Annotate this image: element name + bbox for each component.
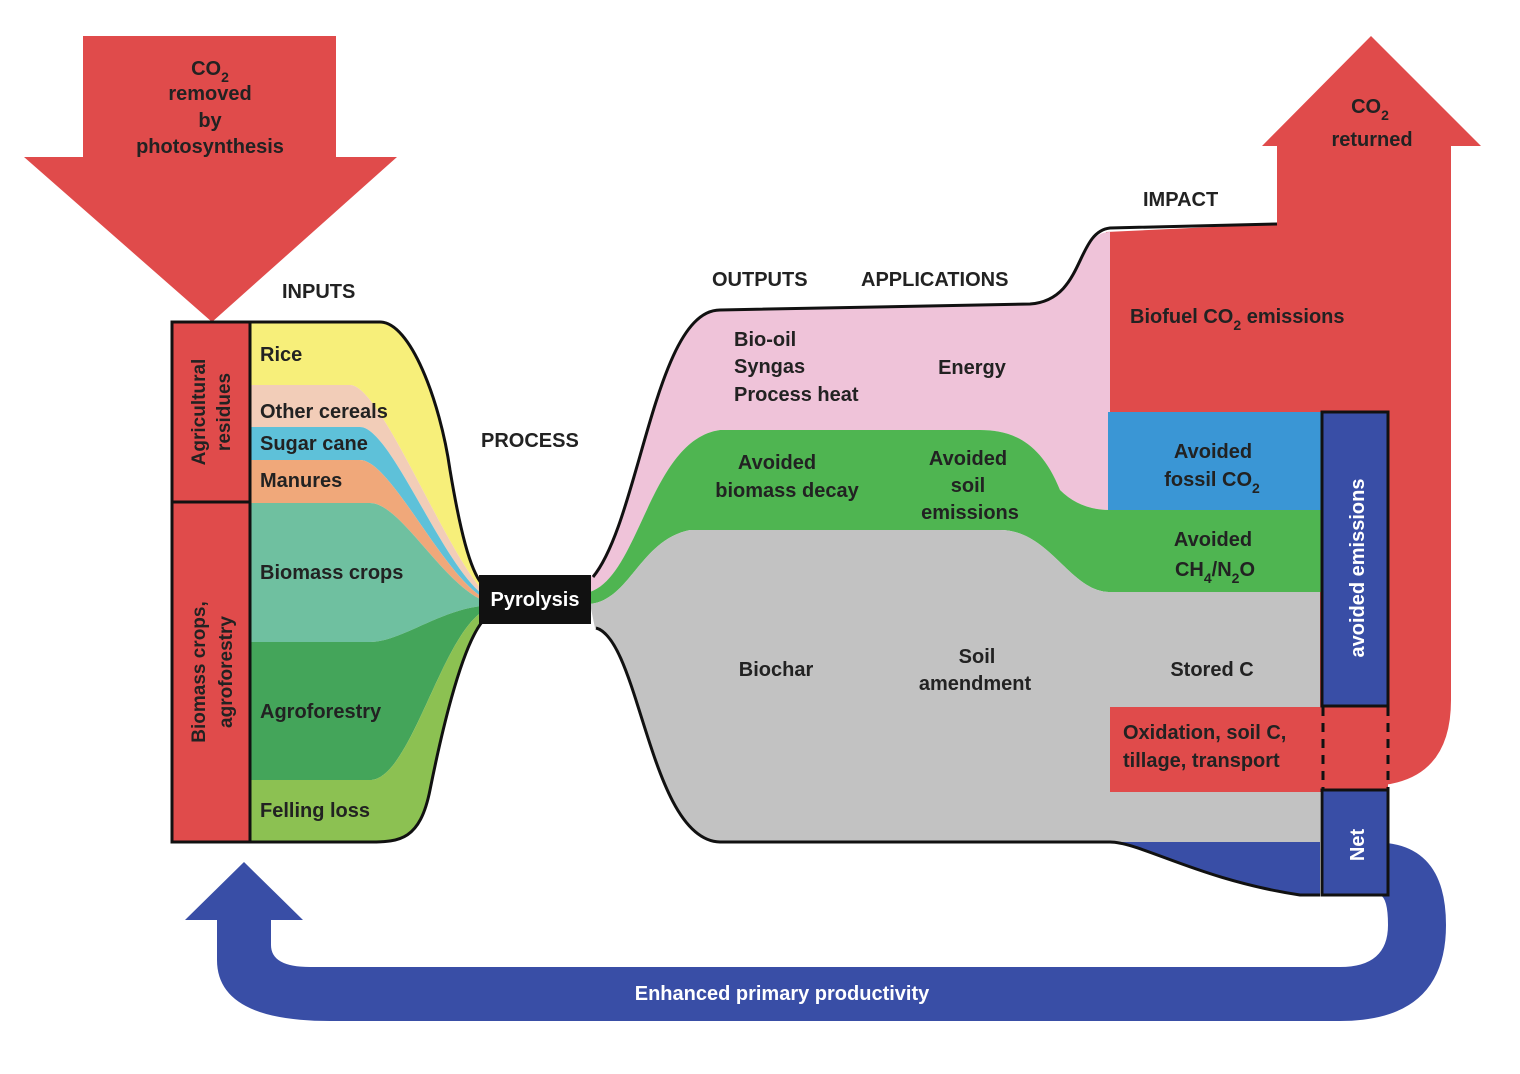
avoided-emissions-column	[1320, 410, 1390, 708]
co2-removed-line2: removed	[168, 83, 251, 105]
header-applications: APPLICATIONS	[861, 269, 1008, 291]
avoided-fossil-box	[1108, 412, 1322, 512]
co2-returned-label: CO2	[1351, 96, 1389, 123]
label-stored-c: Stored C	[1170, 659, 1253, 681]
input-rice	[250, 322, 482, 590]
label-biochar: Biochar	[739, 659, 814, 681]
input-sugar-cane	[250, 427, 482, 597]
biomass-agroforestry-box	[170, 500, 252, 844]
pyrolysis-label: Pyrolysis	[491, 589, 580, 611]
label-bio-oil: Bio-oil	[734, 329, 796, 351]
agricultural-residues-label-1: Agricultural	[189, 359, 210, 466]
avoided-emissions-label: avoided emissions	[1347, 479, 1369, 658]
agricultural-residues-label-2: residues	[214, 373, 235, 451]
co2-removed-arrow	[24, 36, 397, 322]
enhanced-productivity-label: Enhanced primary productivity	[635, 983, 930, 1005]
label-syngas: Syngas	[734, 356, 805, 378]
biomass-agroforestry-label-1: Biomass crops,	[189, 601, 210, 743]
label-sugar-cane: Sugar cane	[260, 433, 368, 455]
label-oxidation-1: Oxidation, soil C,	[1123, 722, 1286, 744]
co2-removed-line4: photosynthesis	[136, 136, 284, 158]
header-outputs: OUTPUTS	[712, 269, 808, 291]
header-process: PROCESS	[481, 430, 579, 452]
label-avoided-decay-1: Avoided	[738, 452, 816, 474]
co2-returned-line2: returned	[1331, 129, 1412, 151]
co2-removed-label: CO2	[191, 58, 229, 85]
funnel-outline	[250, 320, 484, 844]
flow-outline-bottom	[595, 626, 1320, 897]
co2-removed-line3: by	[198, 110, 222, 132]
pyrolysis-box	[479, 575, 591, 624]
flow-net-band	[1110, 842, 1320, 895]
label-soil-2: amendment	[919, 673, 1032, 695]
label-avoided-fossil-1: Avoided	[1174, 441, 1252, 463]
net-label: Net	[1347, 829, 1369, 862]
label-manures: Manures	[260, 470, 342, 492]
avoided-ch4-box	[1108, 510, 1322, 592]
label-biomass-crops: Biomass crops	[260, 562, 403, 584]
input-manures	[250, 460, 482, 600]
label-soil-1: Soil	[959, 646, 996, 668]
label-energy: Energy	[938, 357, 1007, 379]
label-oxidation-2: tillage, transport	[1123, 750, 1280, 772]
input-agroforestry	[250, 606, 482, 780]
label-biofuel-emissions: Biofuel CO2 emissions	[1130, 306, 1345, 333]
biomass-agroforestry-label-2: agroforestry	[216, 616, 237, 728]
enhanced-productivity-arrow	[185, 843, 1446, 1021]
flow-outline-top	[591, 222, 1278, 578]
label-avoided-soil-1: Avoided	[929, 448, 1007, 470]
net-column	[1320, 788, 1390, 897]
agricultural-residues-box	[170, 320, 252, 504]
label-avoided-soil-2: soil	[951, 475, 985, 497]
input-felling-loss	[250, 612, 482, 842]
input-other-cereals	[250, 385, 482, 594]
label-agroforestry: Agroforestry	[260, 701, 382, 723]
label-process-heat: Process heat	[734, 384, 859, 406]
label-avoided-fossil-2: fossil CO2	[1164, 469, 1260, 496]
flow-energy-band	[590, 232, 1110, 592]
header-impact: IMPACT	[1143, 189, 1218, 211]
oxidation-box	[1110, 707, 1388, 792]
label-avoided-ch4-1: Avoided	[1174, 529, 1252, 551]
flow-biochar-band	[590, 530, 1320, 895]
input-biomass-crops	[250, 503, 482, 642]
label-felling-loss: Felling loss	[260, 800, 370, 822]
label-avoided-soil-3: emissions	[921, 502, 1019, 524]
label-avoided-ch4-2: CH4/N2O	[1175, 559, 1255, 586]
label-avoided-decay-2: biomass decay	[715, 480, 859, 502]
label-other-cereals: Other cereals	[260, 401, 388, 423]
label-rice: Rice	[260, 344, 302, 366]
header-inputs: INPUTS	[282, 281, 355, 303]
